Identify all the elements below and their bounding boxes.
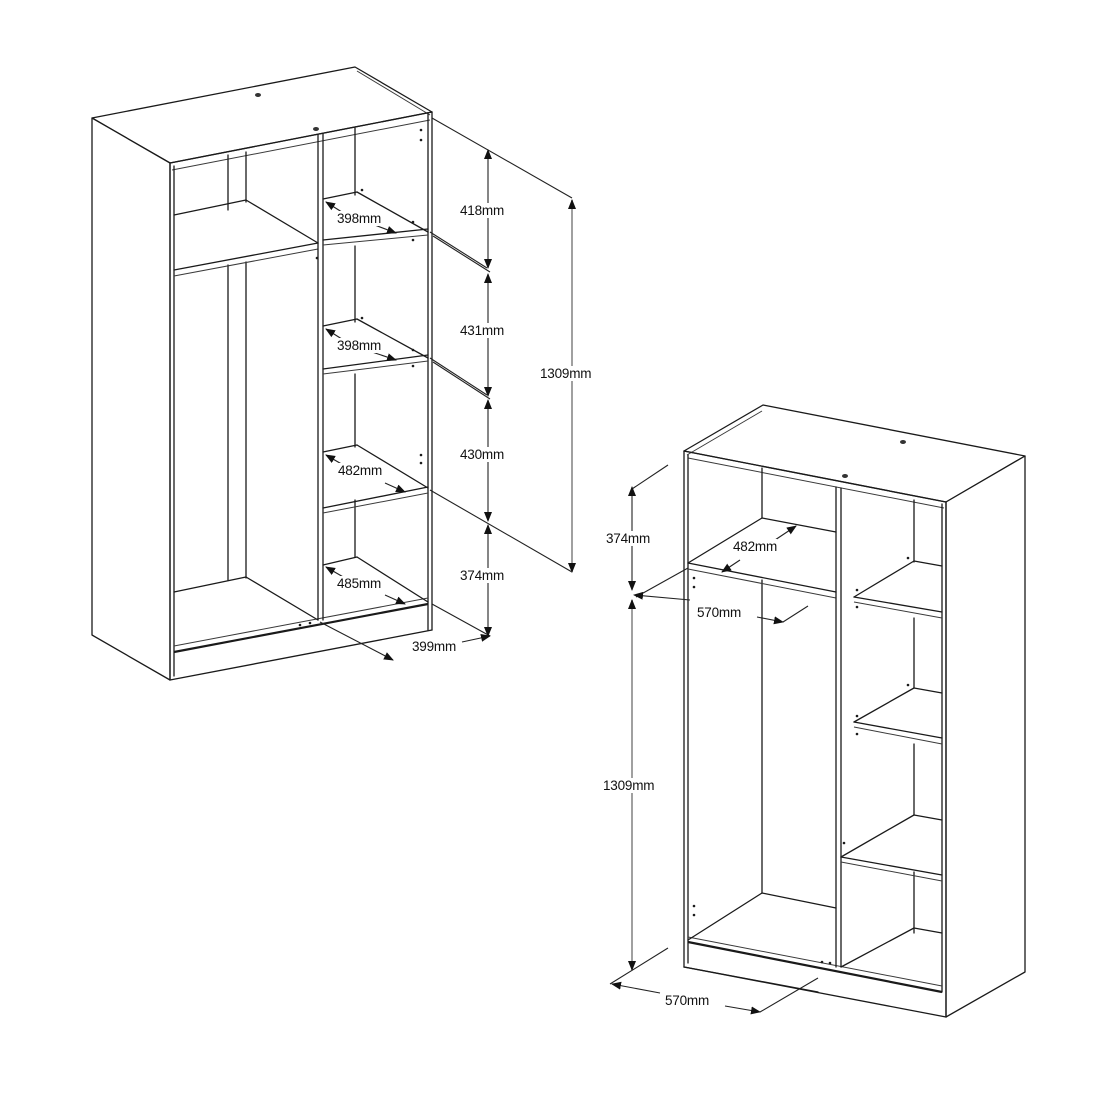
left-bottom <box>322 556 429 603</box>
hanging-height-label: 1309mm <box>603 778 655 793</box>
top-compartment-height-label: 374mm <box>606 531 651 546</box>
right-shelf-3 <box>840 814 943 882</box>
left-wardrobe <box>91 66 576 681</box>
total-height-label: 1309mm <box>540 366 592 381</box>
shelf-width-label: 570mm <box>697 605 742 620</box>
bottom-depth-label: 485mm <box>337 576 382 591</box>
shelf-2-depth-label: 398mm <box>337 338 382 353</box>
shelf-1-depth-label: 398mm <box>337 211 382 226</box>
compartment-width-label: 399mm <box>412 639 457 654</box>
base-width-label: 570mm <box>665 993 710 1008</box>
left-shelf-2 <box>322 318 429 375</box>
shelf-3-depth-label: 482mm <box>338 463 383 478</box>
right-shelf-1 <box>853 560 943 619</box>
left-shelf-1 <box>322 191 429 246</box>
right-bottom <box>840 927 943 968</box>
right-wardrobe <box>609 404 1026 1018</box>
compartment-height-3-label: 430mm <box>460 447 505 462</box>
compartment-height-1-label: 418mm <box>460 203 505 218</box>
right-shelf-2 <box>853 687 943 745</box>
left-shelf-3 <box>322 444 429 514</box>
compartment-height-4-label: 374mm <box>460 568 505 583</box>
compartment-height-2-label: 431mm <box>460 323 505 338</box>
shelf-depth-label: 482mm <box>733 539 778 554</box>
